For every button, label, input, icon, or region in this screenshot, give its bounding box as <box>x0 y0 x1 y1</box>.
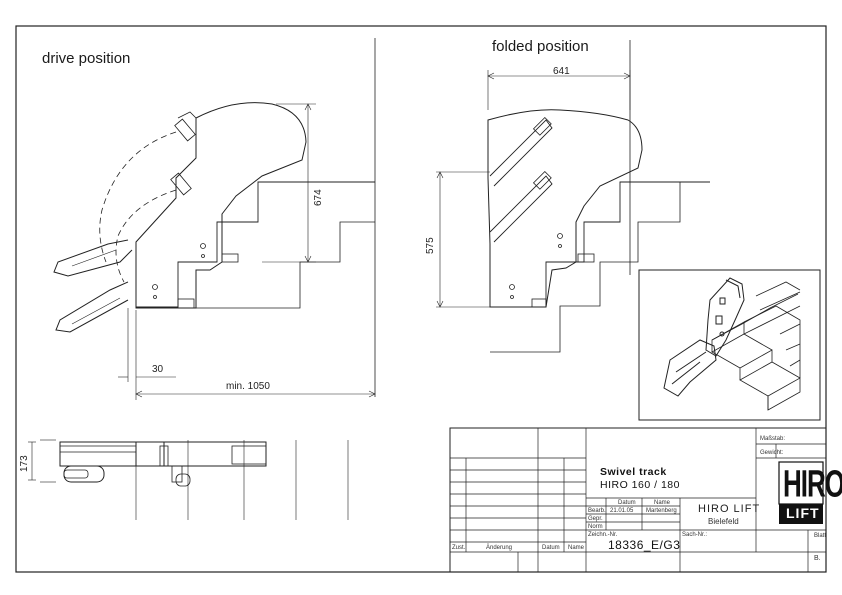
drive-seat <box>53 239 133 277</box>
drive-lift-body <box>135 102 307 309</box>
folded-position-title: folded position <box>492 38 589 55</box>
folded-stairs <box>490 181 710 353</box>
folded-lift-body <box>487 109 643 308</box>
title-block <box>449 427 827 573</box>
dimension-641: 641 <box>553 66 570 77</box>
logo-brand-top: HIRO <box>783 461 842 506</box>
tb-drawing-number: 18336_E/G3 <box>608 538 681 552</box>
drive-stairs <box>135 181 375 308</box>
hiro-lift-logo <box>778 461 824 524</box>
tb-zeichn-label: Zeichn.-Nr. <box>588 532 618 538</box>
tb-firm-name: HIRO LIFT <box>698 503 761 515</box>
tb-subtitle: HIRO 160 / 180 <box>600 479 680 491</box>
tb-gepr-label: Gepr. <box>588 516 603 522</box>
dimension-min-1050: min. 1050 <box>226 381 270 392</box>
drive-view <box>53 38 376 400</box>
isometric-view <box>638 269 821 421</box>
tb-bearb-date: 21.01.05 <box>610 508 634 514</box>
tb-title: Swivel track <box>600 466 667 478</box>
tb-aenderung-label: Änderung <box>486 545 513 551</box>
drive-position-title: drive position <box>42 50 131 67</box>
dimension-173: 173 <box>19 455 30 472</box>
tb-blatt-label: Blatt <box>814 533 827 539</box>
tb-zust-label: Zust. <box>452 545 466 551</box>
sheet-border <box>15 25 827 573</box>
tb-blatt-value: B. <box>814 555 821 562</box>
tb-massstab-label: Maßstab: <box>760 436 786 442</box>
tb-name-label-2: Name <box>568 545 585 551</box>
tb-sach-label: Sach-Nr.: <box>682 532 708 538</box>
tb-bearb-name: Martenberg <box>646 508 677 514</box>
tb-bearb-label: Bearb. <box>588 508 606 514</box>
tb-city: Bielefeld <box>708 517 739 526</box>
tb-norm-label: Norm <box>588 524 603 530</box>
tb-gewicht-label: Gewicht: <box>760 450 784 456</box>
tb-name-label: Name <box>654 500 671 506</box>
logo-brand-bottom: LIFT <box>786 505 820 521</box>
folded-view <box>436 40 710 353</box>
dimension-30: 30 <box>152 364 164 375</box>
tb-datum-label: Datum <box>618 500 636 506</box>
dimension-575: 575 <box>425 237 436 254</box>
dimension-674: 674 <box>313 189 324 206</box>
plan-view <box>28 439 349 520</box>
tb-datum-label-2: Datum <box>542 545 560 551</box>
